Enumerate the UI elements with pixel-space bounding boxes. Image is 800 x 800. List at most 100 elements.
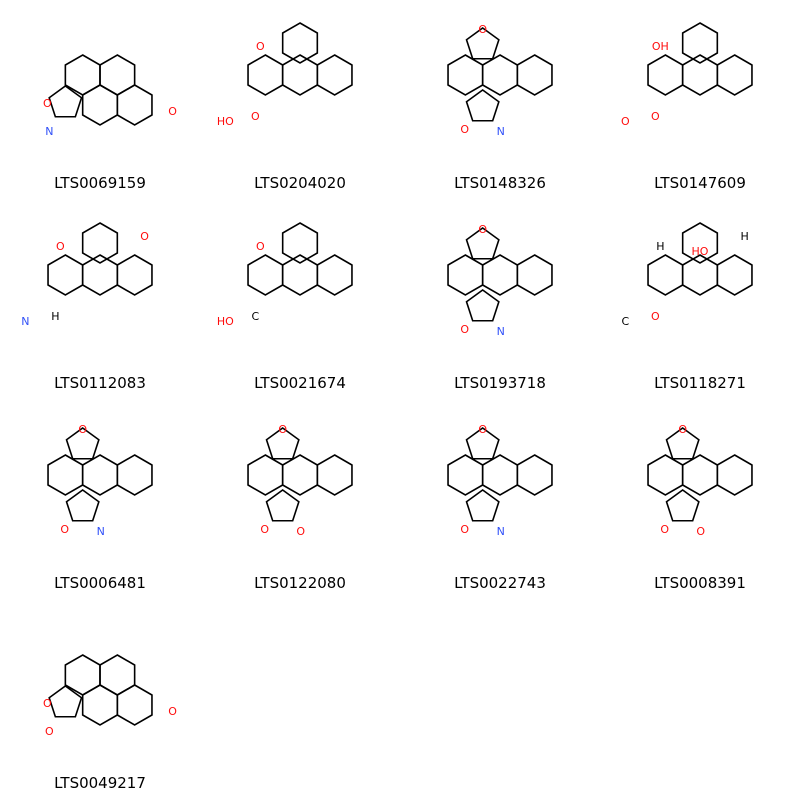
molecule-id-label: LTS0148326 (454, 174, 546, 192)
molecule-id-label: LTS0193718 (454, 374, 546, 392)
atom-label: HO (217, 315, 234, 328)
atom-label: O (696, 525, 705, 538)
molecule-structure: O O O (43, 654, 177, 738)
ring-bond (681, 54, 719, 96)
atom-label: O (478, 423, 487, 436)
atom-label: O (460, 123, 469, 136)
molecule-structure: O O N (447, 223, 553, 338)
atom-label: O (256, 40, 265, 53)
atom-label: O (621, 115, 630, 128)
molecule-id-label: LTS0006481 (54, 574, 146, 592)
molecule-id-label: LTS0022743 (454, 574, 546, 592)
ring-bond (465, 289, 500, 322)
ring-bond (681, 222, 719, 264)
ring-bond (716, 454, 753, 496)
atom-label: HO (692, 245, 709, 258)
ring-bond (65, 489, 100, 522)
ring-bond (281, 254, 319, 296)
ring-bond (481, 254, 519, 296)
molecule-id-label: LTS0021674 (254, 374, 346, 392)
ring-bond (647, 54, 684, 96)
atom-label: H (656, 240, 664, 253)
atom-label: O (43, 697, 52, 710)
ring-bond (81, 254, 119, 296)
ring-bond (48, 85, 83, 118)
ring-bond (647, 454, 684, 496)
atom-label: O (478, 23, 487, 36)
ring-bond (316, 254, 353, 296)
atom-label: O (168, 705, 177, 718)
ring-bond (716, 254, 753, 296)
ring-bond (465, 27, 500, 60)
ring-bond (647, 254, 684, 296)
ring-bond (81, 454, 119, 496)
ring-bond (681, 22, 719, 64)
molecule-id-label: LTS0147609 (654, 174, 746, 192)
molecule-cell: O O O LTS0049217 (0, 600, 200, 800)
ring-bond (716, 54, 753, 96)
molecule-structure: ONO (43, 54, 177, 138)
atom-label: O (678, 423, 687, 436)
ring-bond (81, 684, 119, 726)
ring-bond (116, 454, 153, 496)
ring-bond (465, 227, 500, 260)
ring-bond (265, 427, 300, 460)
ring-bond (665, 427, 700, 460)
atom-label: N (97, 525, 105, 538)
ring-bond (281, 222, 319, 264)
atom-label: O (478, 223, 487, 236)
ring-bond (465, 489, 500, 522)
ring-bond (99, 654, 136, 696)
ring-bond (281, 454, 319, 496)
atom-label: O (168, 105, 177, 118)
atom-label: OH (652, 40, 669, 53)
molecule-id-label: LTS0122080 (254, 574, 346, 592)
atom-label: O (45, 725, 54, 738)
ring-bond (316, 54, 353, 96)
atom-label: O (78, 423, 87, 436)
atom-label: O (140, 230, 149, 243)
ring-bond (516, 454, 553, 496)
ring-bond (447, 54, 484, 96)
ring-bond (48, 685, 83, 718)
molecule-cell: O O N LTS0006481 (0, 400, 200, 600)
molecule-id-label: LTS0118271 (654, 374, 746, 392)
atom-label: HO (217, 115, 234, 128)
ring-bond (481, 54, 519, 96)
ring-bond (281, 54, 319, 96)
atom-label: O (60, 523, 69, 536)
ring-bond (47, 254, 84, 296)
atom-label: N (497, 325, 505, 338)
atom-label: O (460, 323, 469, 336)
ring-bond (265, 489, 300, 522)
ring-bond (516, 254, 553, 296)
ring-bond (81, 84, 119, 126)
atom-label: O (251, 110, 260, 123)
atom-label: N (21, 315, 29, 328)
atom-label: O (43, 97, 52, 110)
ring-bond (447, 454, 484, 496)
molecule-id-label: LTS0069159 (54, 174, 146, 192)
ring-bond (47, 454, 84, 496)
ring-bond (447, 254, 484, 296)
ring-bond (81, 222, 119, 264)
molecule-id-label: LTS0008391 (654, 574, 746, 592)
ring-bond (516, 54, 553, 96)
molecule-id-label: LTS0049217 (54, 774, 146, 792)
ring-bond (465, 89, 500, 122)
atom-label: H (741, 230, 749, 243)
atom-label: C (622, 315, 630, 328)
atom-label: O (651, 310, 660, 323)
ring-bond (116, 684, 153, 726)
